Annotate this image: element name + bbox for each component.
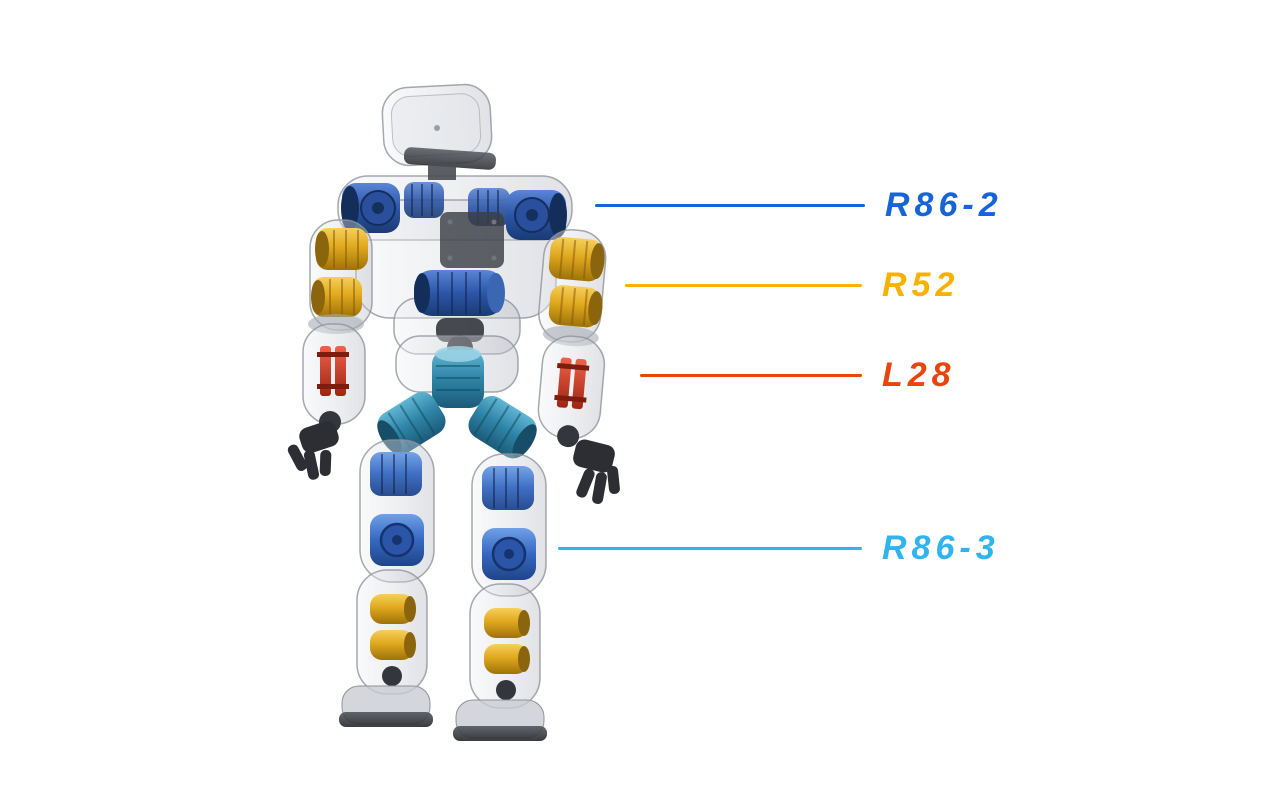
actuator-r86-3-right-knee [482, 528, 536, 580]
callout-line [640, 373, 862, 377]
actuator-r86-2-shoulders [341, 182, 567, 240]
right-foot [453, 699, 547, 741]
robot-head [381, 83, 496, 180]
callout-r52: R52 [625, 267, 959, 303]
actuator-l28-right [554, 357, 590, 410]
right-arm [537, 229, 620, 505]
left-foot [339, 685, 433, 727]
callout-label: R52 [882, 266, 960, 304]
callout-r86-2: R86-2 [595, 187, 1003, 223]
callout-line [595, 203, 865, 207]
callout-line [558, 546, 862, 550]
left-ankle-motors [370, 594, 416, 660]
actuator-r52-left [311, 228, 368, 317]
actuator-l28-left [317, 346, 349, 396]
right-thigh-motor [482, 466, 534, 510]
right-hand [573, 439, 620, 505]
left-hand [287, 421, 339, 480]
hip-actuators [377, 346, 537, 459]
left-arm [287, 219, 373, 480]
left-leg [339, 439, 435, 727]
pelvis [377, 335, 537, 459]
callout-label: L28 [882, 356, 956, 394]
actuator-r52-right [548, 236, 605, 328]
right-leg [453, 453, 547, 741]
left-thigh-motor [370, 452, 422, 496]
callout-label: R86-2 [885, 186, 1003, 224]
callout-line [625, 283, 862, 287]
right-ankle-motors [484, 608, 530, 674]
chest-panel [440, 212, 504, 268]
actuator-r86-3-left-knee [370, 514, 424, 566]
callout-label: R86-3 [882, 529, 1000, 567]
callout-l28: L28 [640, 357, 956, 393]
callout-r86-3: R86-3 [558, 530, 1000, 566]
